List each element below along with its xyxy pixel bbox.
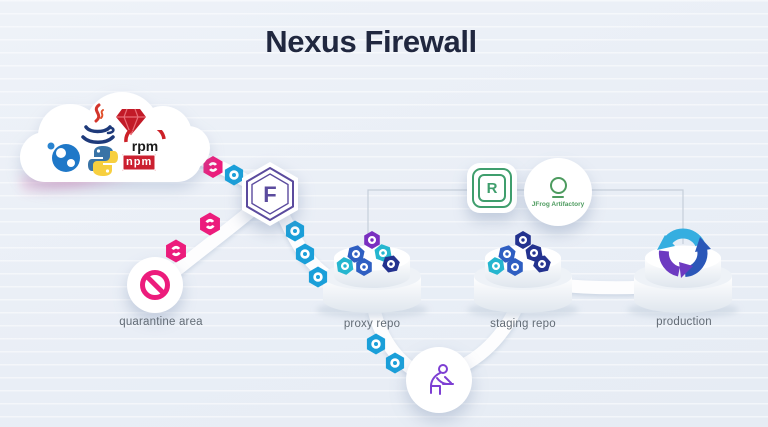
firewall-hexagon-badge: F xyxy=(238,160,302,228)
no-entry-icon xyxy=(140,270,170,300)
staging-repo-label: staging repo xyxy=(490,318,556,330)
java-icon xyxy=(81,103,115,144)
hex-chain-proxy-to-developer xyxy=(365,333,406,374)
flow-bands xyxy=(141,139,685,381)
npm-logo: npm xyxy=(122,154,157,171)
jfrog-icon-base xyxy=(552,195,564,198)
rpm-wordmark: rpm xyxy=(132,138,158,154)
repository-letter: R xyxy=(478,174,506,202)
quarantine-badge xyxy=(127,257,183,313)
production-cycle-icon xyxy=(657,228,711,278)
band-developer-to-staging xyxy=(451,289,528,375)
production-pedestal xyxy=(627,246,739,319)
proxy-repo-hex-cluster xyxy=(334,230,403,277)
rpm-logo: rpm xyxy=(124,130,166,154)
quarantine-label: quarantine area xyxy=(119,316,203,328)
r-badge-outline: R xyxy=(472,168,512,208)
staging-repo-pedestal xyxy=(467,246,579,319)
proxy-repo-pedestal xyxy=(316,246,428,319)
hex-chain-firewall-to-proxy xyxy=(284,220,329,288)
jfrog-label: JFrog Artifactory xyxy=(531,200,585,208)
firewall-hexagon-icon xyxy=(242,162,298,226)
production-label: production xyxy=(656,316,712,328)
hex-chain-firewall-to-quarantine xyxy=(164,212,222,263)
developer-badge xyxy=(406,347,472,413)
developer-laptop-icon xyxy=(430,364,454,395)
python-icon xyxy=(88,146,118,176)
staging-repo-hex-cluster xyxy=(485,230,554,277)
band-staging-to-production xyxy=(538,277,685,295)
jfrog-artifactory-badge: JFrog Artifactory xyxy=(524,158,592,226)
package-ball-icon xyxy=(47,142,80,172)
firewall-letter: F xyxy=(263,182,277,207)
jfrog-icon xyxy=(549,176,567,194)
repository-r-badge: R xyxy=(467,163,517,213)
page-title: Nexus Firewall xyxy=(265,24,477,59)
ruby-gem-icon xyxy=(116,108,146,136)
open-source-cloud: rpm npm xyxy=(18,92,210,199)
proxy-repo-label: proxy repo xyxy=(343,318,401,330)
